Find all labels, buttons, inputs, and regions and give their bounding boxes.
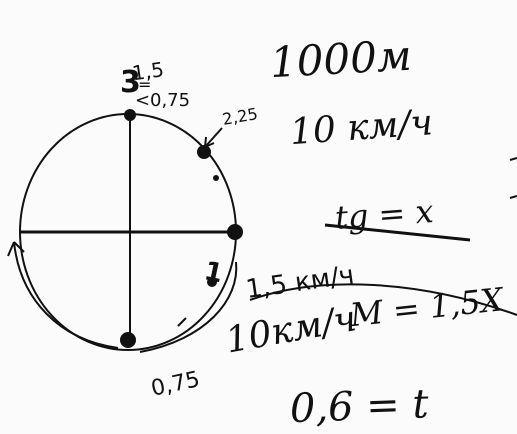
arrow-head-top-right [204,136,215,148]
label-lt: < [135,90,150,111]
label-tg-eq-x: tg = x [334,192,435,237]
label-bottom-eq: 0,6 = t [289,381,430,432]
arrow-shaft-top-right [204,127,223,148]
point-top [124,109,136,121]
label-bottom-left-value: 0,75 [149,367,202,402]
point-top-right [197,145,211,159]
tick-mark [177,317,187,327]
label-eq: = [138,75,151,94]
label-top-right-value: 2,25 [221,104,259,129]
outer-arc-arrowhead [7,241,25,257]
point-small [213,175,219,181]
edge-marks [509,157,517,199]
label-distance: 1000м [269,31,413,87]
label-ratio-bottom: 0,75 [150,90,190,111]
label-speed-bottom: 10км/ч [223,298,360,361]
point-lower-right [207,277,217,287]
outer-arc [13,241,119,349]
point-right [227,224,243,240]
label-speed-top: 10 км/ч [289,102,435,153]
strike-line [249,283,517,316]
label-three: 3 [120,65,141,100]
label-right-marker-1: 1 [202,256,226,289]
tg-strikethrough [324,223,471,242]
inner-arc [139,261,238,353]
label-ratio-top: 1,5 [131,57,166,85]
label-speed-mid: 1,5 км/ч [244,260,356,305]
point-bottom [120,332,136,348]
label-rhs: M = 1,5X [347,280,506,334]
